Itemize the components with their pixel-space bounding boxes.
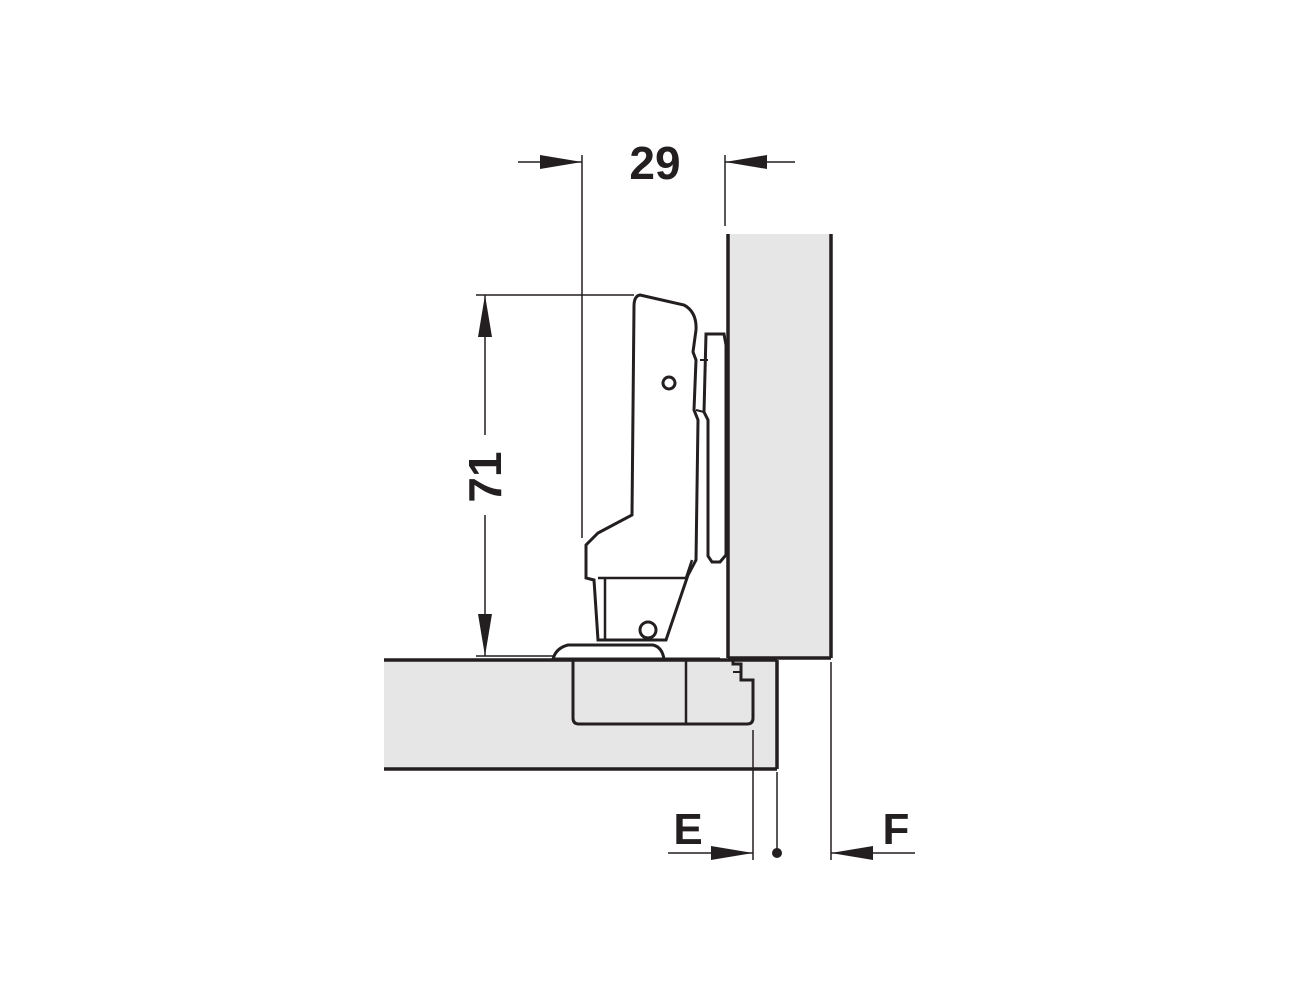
arrowhead-up [478,295,492,337]
door-panel [726,234,833,660]
dimension-e-label: E [673,805,702,854]
dimension-offsets: E F [668,662,915,860]
dimension-width-label: 29 [629,137,680,189]
arrowhead-right [540,155,582,169]
reference-point [772,848,782,858]
hinge-arm [584,293,700,642]
arrowhead-down [478,614,492,656]
arrowhead-f [831,846,873,860]
dimension-height: 71 [459,294,634,657]
dimension-f-label: F [883,805,910,854]
hinge-cup [571,660,755,726]
dimension-width: 29 [518,137,795,538]
hinge-mounting-plate [551,643,720,661]
hinge-door-bracket [695,332,728,564]
arrowhead-left [725,155,767,169]
cabinet-side-panel [384,658,779,771]
dimension-height-label: 71 [459,451,511,502]
arrowhead-e [711,846,753,860]
